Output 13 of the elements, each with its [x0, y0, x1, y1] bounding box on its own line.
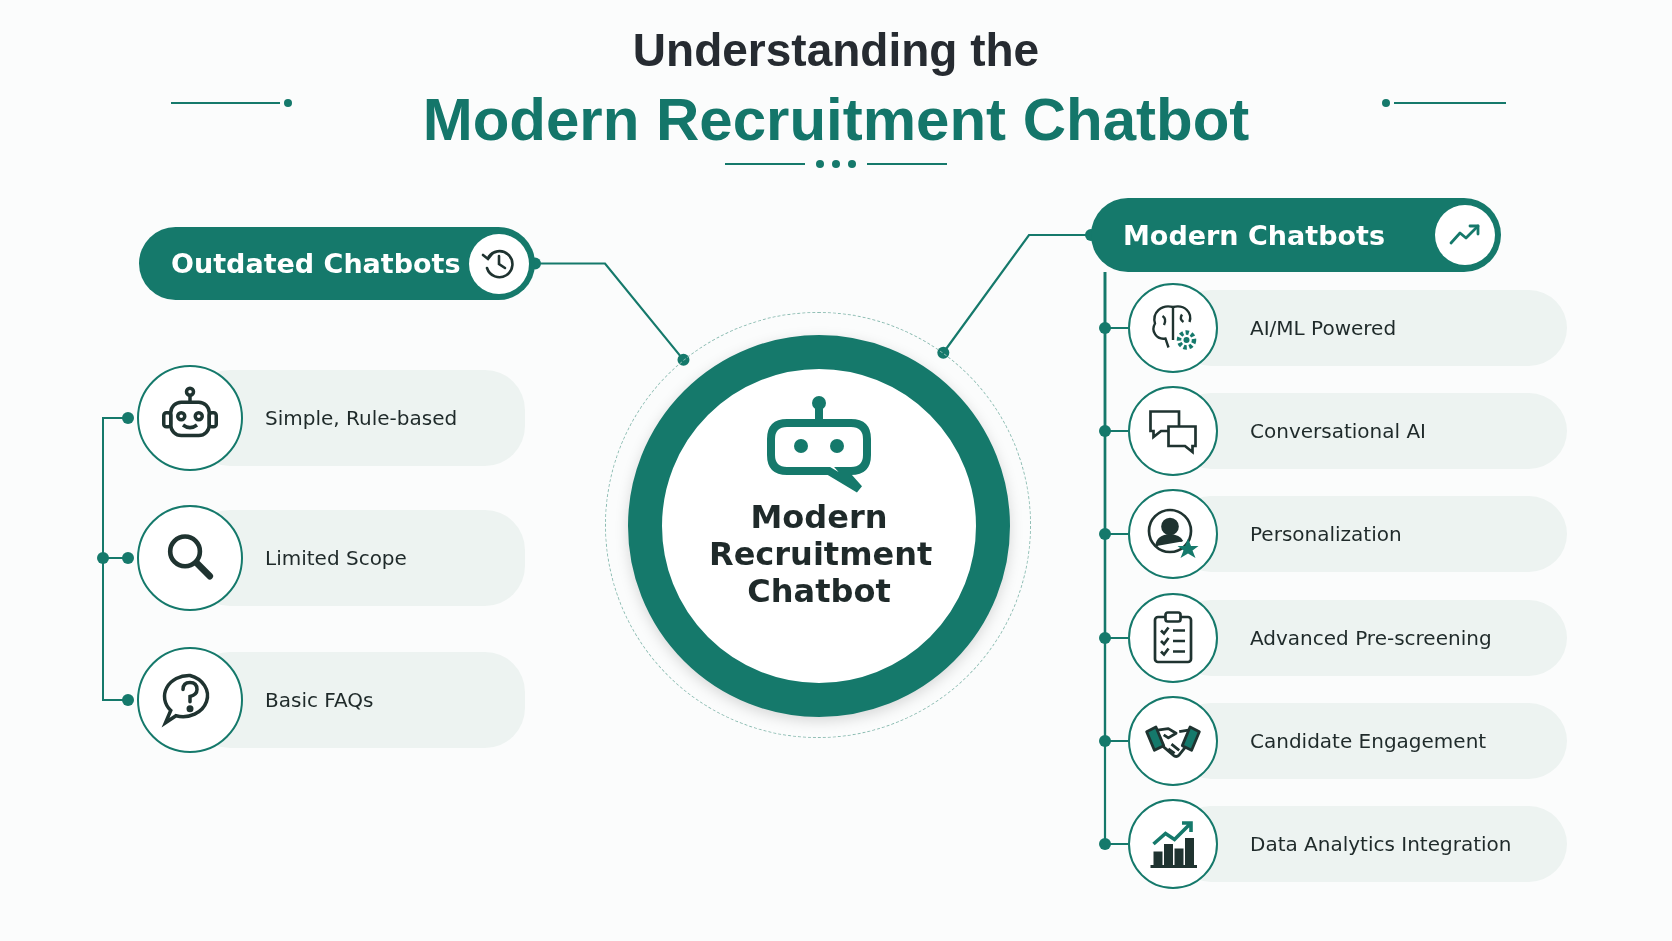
connector: [1103, 272, 1128, 846]
item-label: Conversational AI: [1250, 418, 1426, 445]
header-pill: Modern Chatbots: [1091, 198, 1501, 272]
item-label: Basic FAQs: [265, 687, 374, 714]
title: Understanding the Modern Recruitment Chatbot: [421, 23, 1251, 155]
item-label: Limited Scope: [265, 545, 407, 572]
item-label: Personalization: [1250, 521, 1402, 548]
item-label: AI/ML Powered: [1250, 315, 1397, 342]
item-label: Advanced Pre-screening: [1250, 625, 1492, 652]
item-label: Data Analytics Integration: [1250, 831, 1512, 858]
item-label: Candidate Engagement: [1250, 728, 1487, 755]
header-pill: Outdated Chatbots: [139, 227, 535, 300]
item-label: Simple, Rule-based: [265, 405, 458, 432]
